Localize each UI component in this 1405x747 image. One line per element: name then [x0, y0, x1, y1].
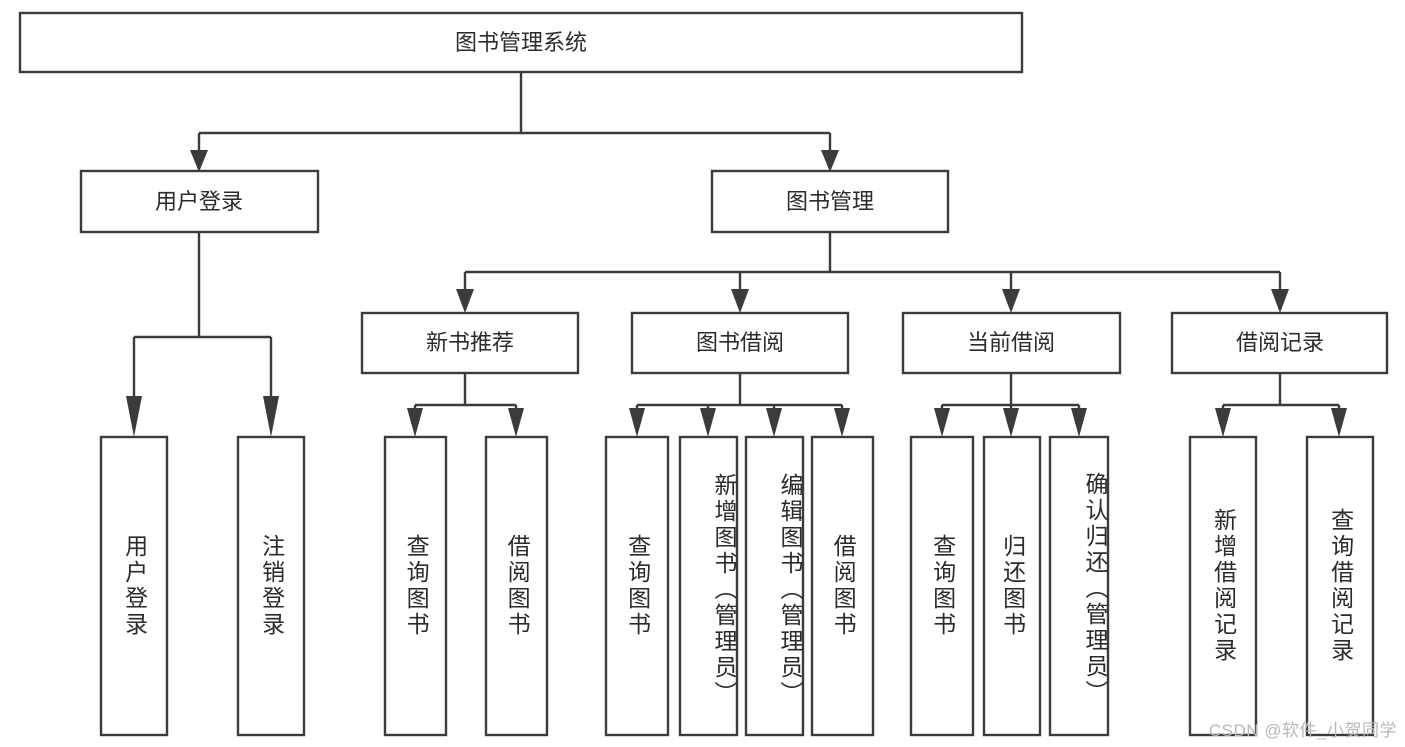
arrow-head-newbook: [456, 289, 474, 313]
node-leaf-br-add-record-box[interactable]: [1188, 435, 1258, 737]
arrow-head-cb-leaf1: [934, 408, 950, 437]
arrow-head-cb-leaf2: [1003, 408, 1019, 437]
node-leaf-cb-query-book-box[interactable]: [909, 435, 975, 737]
node-new-book-recommend-box[interactable]: [360, 311, 580, 375]
node-leaf-nb-borrow-book-box[interactable]: [484, 435, 549, 737]
arrow-head-bb-leaf2: [700, 408, 716, 437]
arrow-head-bookborrow: [731, 289, 749, 313]
node-leaf-cb-confirm-return-box[interactable]: [1048, 435, 1110, 737]
node-root-label: 图书管理系统: [455, 30, 587, 55]
node-leaf-bb-edit-book-box[interactable]: [744, 435, 805, 737]
csdn-watermark: CSDN @软件_小贺同学: [1208, 721, 1397, 740]
node-book-management-box[interactable]: [710, 169, 950, 234]
arrow-head-currentborrow: [1002, 289, 1020, 313]
arrow-head-bb-leaf1: [629, 408, 645, 437]
node-layer: 图书管理系统 用户登录 图书管理 新书推荐 图书借阅 当前借阅 借阅记录: [18, 11, 1389, 737]
arrow-head-userlogin: [190, 150, 208, 172]
node-book-management-label: 图书管理: [786, 189, 874, 214]
node-leaf-user-login-box[interactable]: [99, 435, 169, 737]
arrow-head-br-leaf2: [1331, 408, 1347, 437]
arrow-head-nb-leaf1: [407, 408, 423, 437]
arrow-head-bb-leaf3: [766, 408, 782, 437]
node-book-borrow-box[interactable]: [630, 311, 850, 375]
arrow-head-leaf-user-login: [126, 396, 142, 437]
node-book-borrow-label: 图书借阅: [696, 330, 784, 355]
node-leaf-bb-borrow-book-box[interactable]: [810, 435, 875, 737]
node-borrow-record-box[interactable]: [1170, 311, 1389, 375]
node-leaf-user-logout-box[interactable]: [236, 435, 306, 737]
arrow-head-leaf-user-logout: [263, 396, 279, 437]
arrow-head-borrowrecord: [1271, 289, 1289, 313]
node-root-box[interactable]: [18, 11, 1024, 74]
arrow-head-nb-leaf2: [508, 408, 524, 437]
arrow-head-cb-leaf3: [1071, 408, 1087, 437]
node-leaf-br-query-record-box[interactable]: [1305, 435, 1375, 737]
node-leaf-cb-return-book-box[interactable]: [982, 435, 1042, 737]
node-user-login-box[interactable]: [79, 169, 320, 234]
node-leaf-nb-query-book-box[interactable]: [383, 435, 448, 737]
arrow-head-bb-leaf4: [834, 408, 850, 437]
arrow-head-br-leaf1: [1215, 408, 1231, 437]
node-borrow-record-label: 借阅记录: [1236, 330, 1324, 355]
connector-layer: [126, 72, 1347, 437]
node-leaf-bb-add-book-box[interactable]: [678, 435, 739, 737]
node-current-borrow-box[interactable]: [901, 311, 1122, 375]
node-leaf-bb-query-book-box[interactable]: [604, 435, 670, 737]
node-current-borrow-label: 当前借阅: [967, 330, 1055, 355]
node-new-book-recommend-label: 新书推荐: [426, 330, 514, 355]
node-user-login-label: 用户登录: [155, 189, 243, 214]
arrow-head-bookmgmt: [821, 150, 839, 172]
